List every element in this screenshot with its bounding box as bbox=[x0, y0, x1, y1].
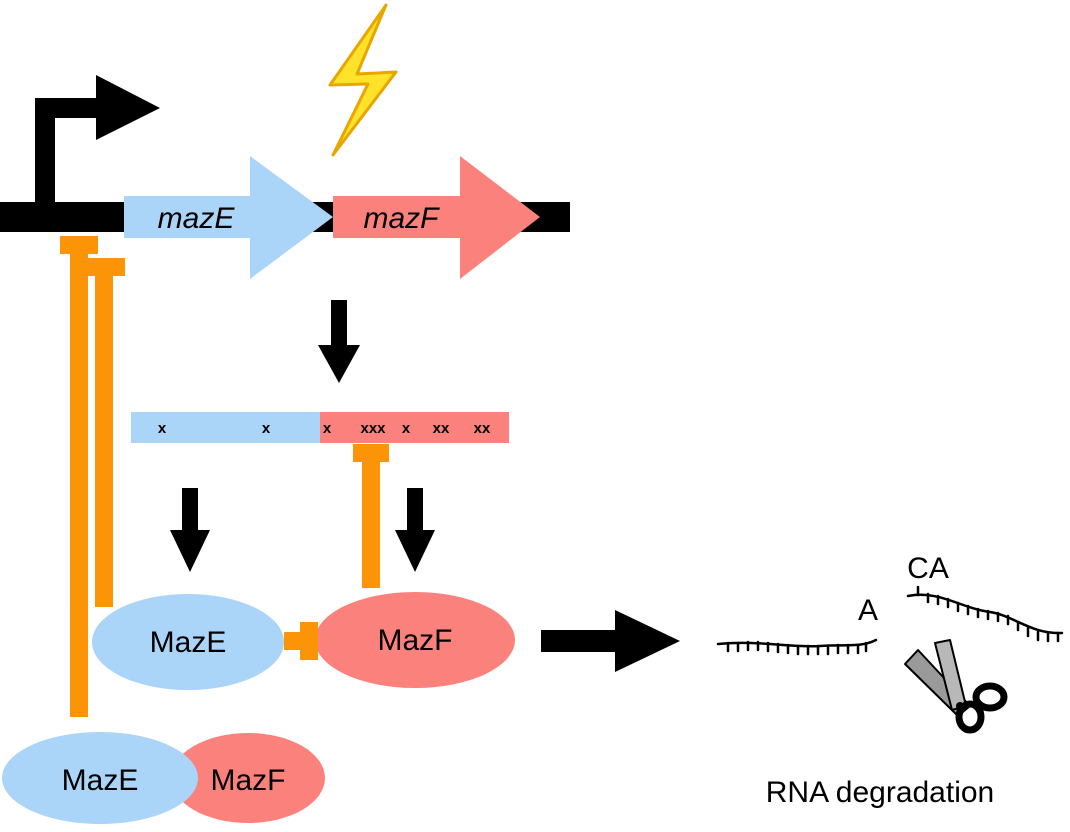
mazF-gene: mazF bbox=[333, 156, 540, 279]
transcription-arrow bbox=[318, 300, 360, 383]
translation-arrow-mazE bbox=[170, 488, 210, 572]
mrna-mark: xx bbox=[474, 420, 491, 437]
mrna-mark: x bbox=[158, 420, 167, 437]
promoter-arrow-icon bbox=[35, 75, 160, 208]
mrna-mark: x bbox=[402, 420, 411, 437]
mrna-cleavage-inhibition bbox=[353, 444, 389, 588]
complex-mazF-label: MazF bbox=[211, 764, 286, 797]
mazE-protein: MazE bbox=[92, 594, 284, 690]
mazEF-complex: MazE MazF bbox=[2, 732, 325, 824]
cleavage-label-right: CA bbox=[907, 552, 949, 585]
rna-fragment-right bbox=[906, 585, 1064, 643]
complex-mazE-label: MazE bbox=[62, 764, 139, 797]
mazF-protein: MazF bbox=[315, 592, 515, 688]
mrna-mark: x bbox=[262, 420, 271, 437]
translation-arrow-mazF bbox=[395, 488, 435, 572]
mazF-gene-label: mazF bbox=[364, 202, 441, 235]
mrna-mark: x bbox=[323, 420, 332, 437]
lightning-icon bbox=[328, 3, 398, 157]
mazE-protein-label: MazE bbox=[150, 626, 227, 659]
cleavage-label-left: A bbox=[858, 594, 878, 627]
toxin-activity-arrow bbox=[541, 610, 680, 672]
mrna-mark: xx bbox=[433, 420, 450, 437]
mrna-mark: xxx bbox=[360, 420, 386, 437]
mazEF-complex-repression bbox=[60, 236, 98, 717]
rna-degradation-caption: RNA degradation bbox=[766, 776, 995, 809]
scissors-icon bbox=[904, 639, 1008, 734]
mrna-bar: x x x xxx x xx xx bbox=[131, 412, 509, 443]
mazE-gene: mazE bbox=[124, 156, 333, 279]
rna-fragment-left bbox=[716, 638, 878, 656]
antitoxin-inhibition bbox=[284, 622, 318, 660]
mazE-repression bbox=[85, 258, 125, 607]
mazF-protein-label: MazF bbox=[378, 624, 453, 657]
mazE-gene-label: mazE bbox=[158, 202, 236, 235]
